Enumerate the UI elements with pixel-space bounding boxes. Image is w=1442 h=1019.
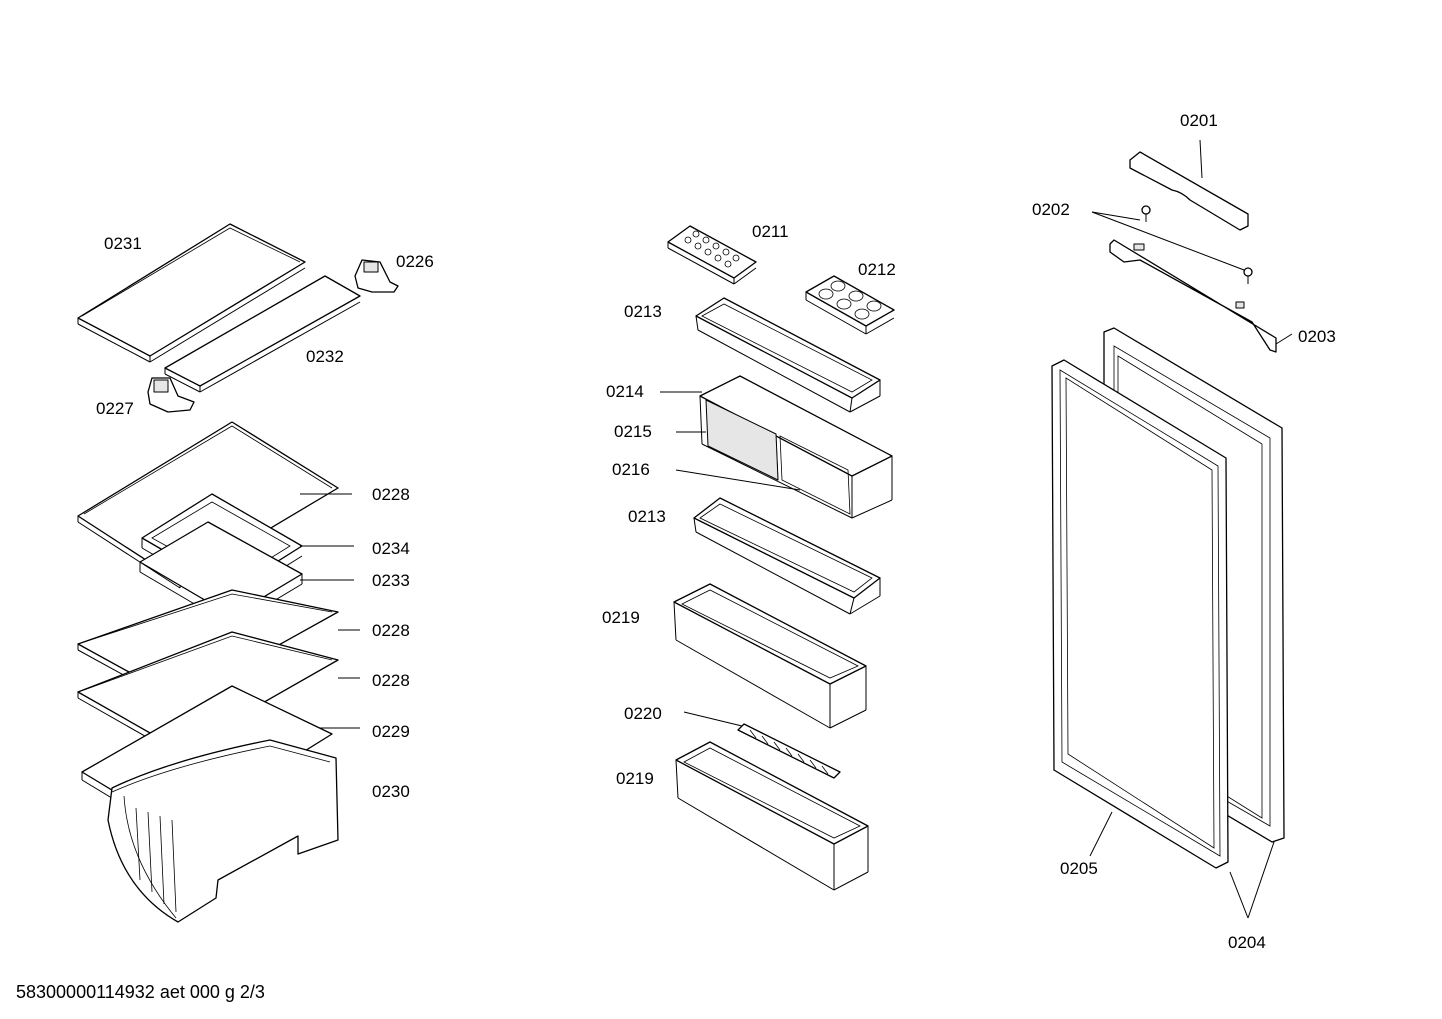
door-bin-0213-middle <box>693 497 881 615</box>
label-0214: 0214 <box>606 382 644 401</box>
ice-tray-0211 <box>667 225 757 285</box>
bracket-0226 <box>354 259 399 293</box>
label-0228-top: 0228 <box>372 485 410 504</box>
label-0203: 0203 <box>1298 327 1336 346</box>
label-0234: 0234 <box>372 539 410 558</box>
label-0211: 0211 <box>752 222 789 241</box>
door-bin-0213-top <box>695 297 881 413</box>
label-0201: 0201 <box>1180 111 1218 130</box>
label-0216: 0216 <box>612 460 650 479</box>
label-0204: 0204 <box>1228 933 1266 952</box>
screw-0202-a <box>1141 205 1151 222</box>
label-0226: 0226 <box>396 252 434 271</box>
label-0228-middle: 0228 <box>372 621 410 640</box>
label-0212: 0212 <box>858 260 896 279</box>
label-0202: 0202 <box>1032 200 1070 219</box>
label-0220: 0220 <box>624 704 662 723</box>
flap-0216 <box>779 435 851 515</box>
part-labels: 0201 0202 0203 0204 0205 0211 0212 0213 … <box>96 111 1336 952</box>
shelf-0228-lower <box>77 631 339 757</box>
label-0219-lower: 0219 <box>616 769 654 788</box>
label-0205: 0205 <box>1060 859 1098 878</box>
hinge-bracket-0203 <box>1109 239 1277 353</box>
shelf-0231 <box>77 223 306 363</box>
door-bin-0214 <box>699 375 893 519</box>
flap-0215 <box>705 399 779 481</box>
label-0232: 0232 <box>306 347 344 366</box>
label-0219-upper: 0219 <box>602 608 640 627</box>
screw-0202-b <box>1243 267 1253 284</box>
label-0230: 0230 <box>372 782 410 801</box>
label-0213-top: 0213 <box>624 302 662 321</box>
label-0215: 0215 <box>614 422 652 441</box>
egg-tray-0212 <box>805 275 895 335</box>
handle-trim-0201 <box>1129 151 1249 231</box>
bracket-0227 <box>147 377 195 413</box>
door-gasket-0205 <box>1051 359 1229 869</box>
bottle-bin-0219-lower <box>675 741 869 891</box>
document-footer-code: 58300000114932 aet 000 g 2/3 <box>16 982 265 1002</box>
label-0228-lower: 0228 <box>372 671 410 690</box>
bottle-bin-0219-upper <box>673 583 867 729</box>
label-0213-middle: 0213 <box>628 507 666 526</box>
leader-lines <box>300 139 1293 919</box>
crisper-drawer-0230 <box>107 739 339 923</box>
label-0227: 0227 <box>96 399 134 418</box>
label-0231: 0231 <box>104 234 142 253</box>
shelf-0232 <box>164 275 361 393</box>
label-0233: 0233 <box>372 571 410 590</box>
label-0229: 0229 <box>372 722 410 741</box>
